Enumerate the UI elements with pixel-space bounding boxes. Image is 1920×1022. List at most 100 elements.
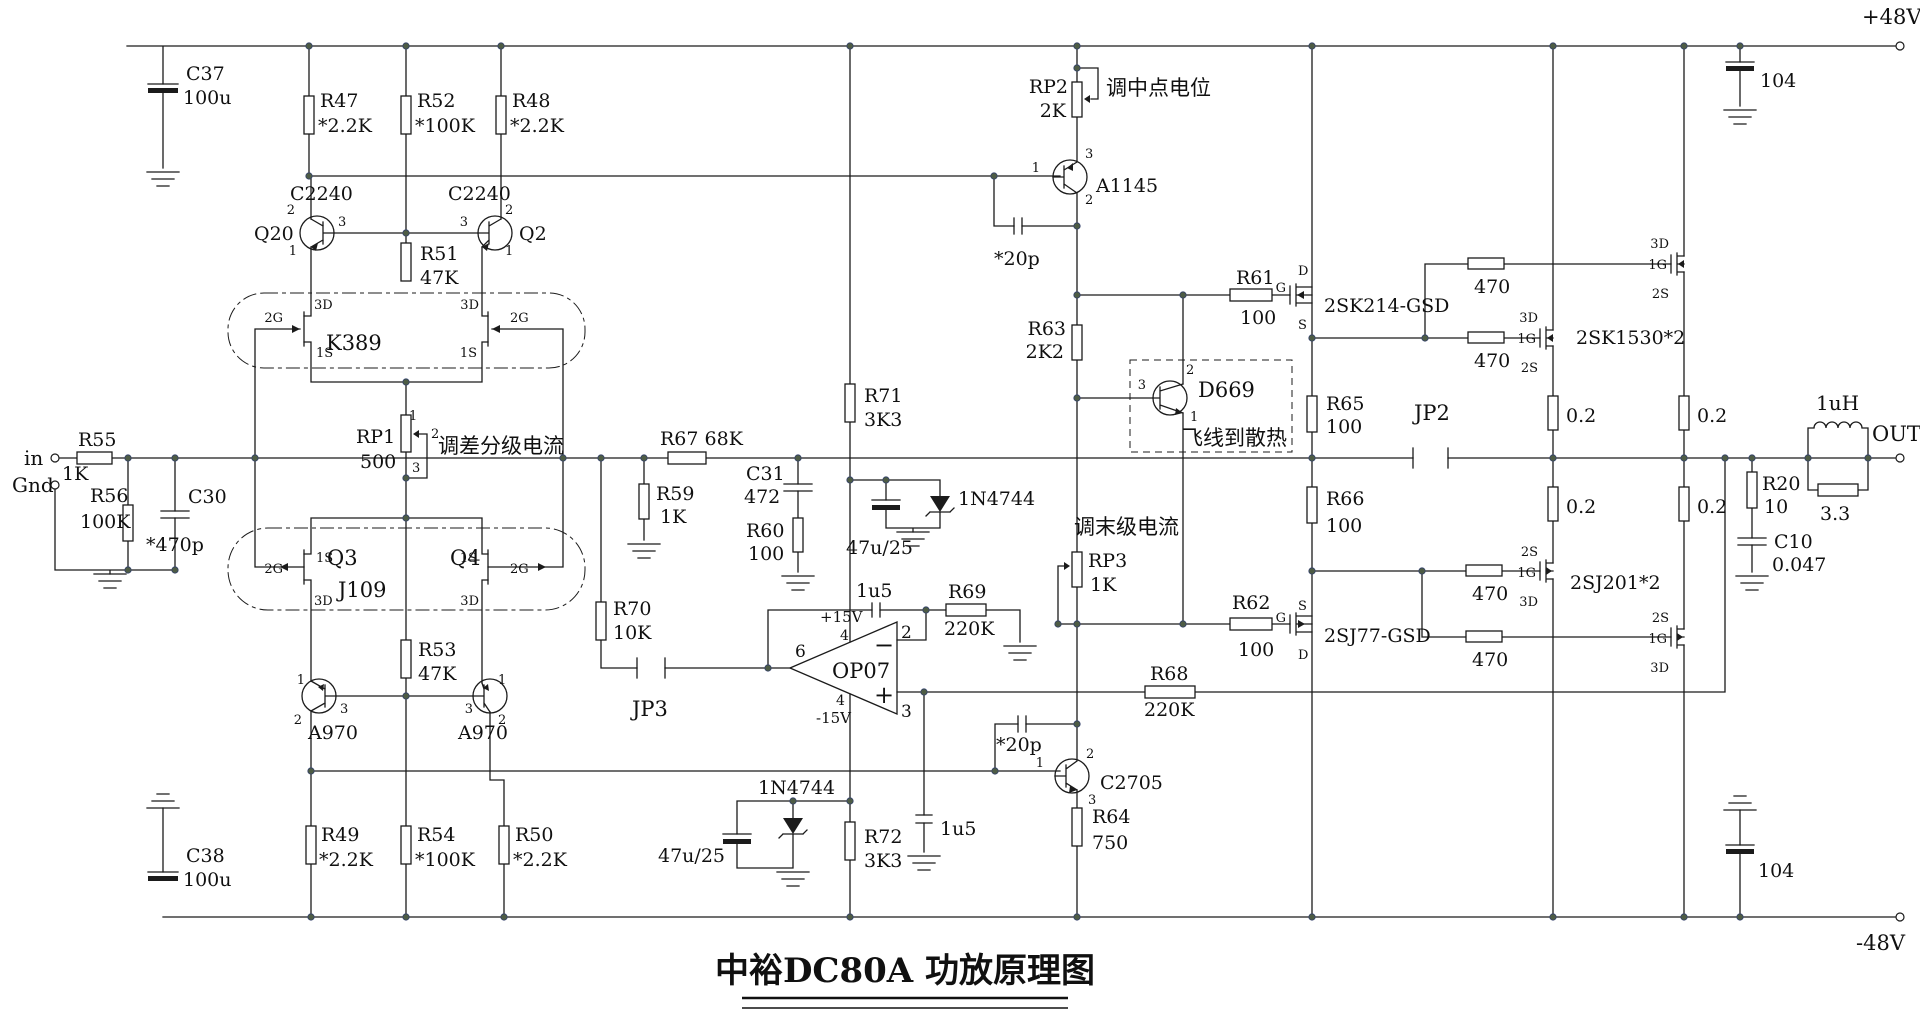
junction-dot xyxy=(640,454,648,462)
r65-val: 100 xyxy=(1326,416,1362,438)
r62-ref: R62 xyxy=(1232,592,1270,614)
c10-val: 0.047 xyxy=(1772,554,1826,576)
junction-dot xyxy=(500,913,508,921)
r71-val: 3K3 xyxy=(864,409,902,431)
resistor-470-3 xyxy=(1465,564,1503,577)
cap-104-top-plate xyxy=(1726,66,1754,71)
op-pin2: 2 xyxy=(901,623,912,643)
rp1-val: 500 xyxy=(360,451,396,473)
ann-rp2: 调中点电位 xyxy=(1106,76,1211,100)
q2-part: C2240 xyxy=(448,183,511,205)
mosfet-2sj77-arrow xyxy=(1298,620,1305,628)
junction-dot xyxy=(402,692,410,700)
r68-val: 220K xyxy=(1144,699,1195,721)
c31-val: 472 xyxy=(744,486,780,508)
r55-val: 1K xyxy=(62,463,89,485)
q2-pin1: 1 xyxy=(505,244,513,259)
res02-3: 0.2 xyxy=(1566,496,1596,518)
a970l-pin3: 3 xyxy=(340,702,348,717)
vminus-label: -48V xyxy=(1856,931,1906,955)
resistor-470-2 xyxy=(1467,331,1505,344)
resistor-02-4 xyxy=(1678,486,1690,522)
a970l-pin1: 1 xyxy=(297,673,305,688)
junction-dot xyxy=(124,566,132,574)
k389r-2g: 2G xyxy=(510,311,529,326)
c30-val: *470p xyxy=(146,534,204,556)
r49-val: *2.2K xyxy=(319,849,374,871)
terminals xyxy=(50,41,1905,922)
r71-ref: R71 xyxy=(864,385,902,407)
a1145-pin1: 1 xyxy=(1032,161,1040,176)
wires xyxy=(54,45,1897,918)
junction-dot xyxy=(990,172,998,180)
resistor-bodies xyxy=(76,81,1859,865)
resistor-470-4 xyxy=(1465,630,1503,643)
rp2-ref: RP2 xyxy=(1029,76,1068,98)
r49-ref: R49 xyxy=(321,824,359,846)
r20-ref: R20 xyxy=(1762,473,1800,495)
resistor-r54 xyxy=(400,825,412,865)
junction-dot xyxy=(1680,913,1688,921)
junction-dot xyxy=(1073,291,1081,299)
a970l-pin2: 2 xyxy=(294,713,302,728)
pot-rp2 xyxy=(1071,81,1083,118)
r62-val: 100 xyxy=(1238,639,1274,661)
junction-dot xyxy=(1549,913,1557,921)
in-terminal xyxy=(50,453,60,463)
c2705-pin3: 3 xyxy=(1088,793,1096,808)
cap-c38-plate xyxy=(148,876,178,881)
junction-dot xyxy=(402,229,410,237)
junction-dot xyxy=(1308,334,1316,342)
c2705-pin1: 1 xyxy=(1036,756,1044,771)
junction-dot xyxy=(1073,720,1081,728)
junction-dot xyxy=(1680,42,1688,50)
r55-ref: R55 xyxy=(78,429,116,451)
c10-ref: C10 xyxy=(1774,531,1813,553)
a970r-part: A970 xyxy=(457,722,508,744)
c31-ref: C31 xyxy=(746,463,785,485)
junction-dot xyxy=(1308,42,1316,50)
pot-wipers xyxy=(413,95,1090,570)
r59-ref: R59 xyxy=(656,483,694,505)
mosfet-2sk214-arrow xyxy=(1297,291,1304,299)
q2-emitter-arrow xyxy=(482,243,489,251)
k389l-2g: 2G xyxy=(264,311,283,326)
k389l-1s: 1S xyxy=(316,346,333,361)
k389-right-gate-arrow xyxy=(492,325,500,333)
c37-ref: C37 xyxy=(186,63,225,85)
op-pin3: 3 xyxy=(901,702,912,722)
r59-val: 1K xyxy=(660,506,687,528)
r60-ref: R60 xyxy=(746,520,784,542)
res33-val: 3.3 xyxy=(1820,503,1850,525)
junction-dot xyxy=(1179,291,1187,299)
junction-dot xyxy=(1418,567,1426,575)
j77-d: D xyxy=(1298,648,1308,663)
junction-dot xyxy=(1804,454,1812,462)
k214-g: G xyxy=(1276,281,1286,296)
k1530l-2s: 2S xyxy=(1521,361,1538,376)
in-label: in xyxy=(24,446,43,470)
r53-val: 47K xyxy=(418,663,457,685)
resistor-r66 xyxy=(1306,486,1318,524)
jp2-ref: JP2 xyxy=(1412,401,1450,425)
j109r-2g: 2G xyxy=(510,562,529,577)
junction-dot xyxy=(1073,222,1081,230)
junction-dot xyxy=(1054,620,1062,628)
resistor-r63 xyxy=(1071,324,1083,361)
junction-dot xyxy=(846,797,854,805)
a1145-part: A1145 xyxy=(1095,175,1158,197)
d669-emitter-arrow xyxy=(1175,408,1183,415)
rp2-wiper-arrow xyxy=(1084,95,1090,103)
r56-ref: R56 xyxy=(90,485,128,507)
junction-dot xyxy=(559,454,567,462)
zener-1n4744-top xyxy=(925,496,955,517)
junction-dot xyxy=(597,454,605,462)
cap-47u-bot-plate xyxy=(723,839,751,844)
ann-rp3: 调末级电流 xyxy=(1074,515,1179,539)
r50-ref: R50 xyxy=(515,824,553,846)
junction-dot xyxy=(124,454,132,462)
ann-rp1: 调差分级电流 xyxy=(438,434,564,458)
zener-bot: 1N4744 xyxy=(758,777,835,799)
